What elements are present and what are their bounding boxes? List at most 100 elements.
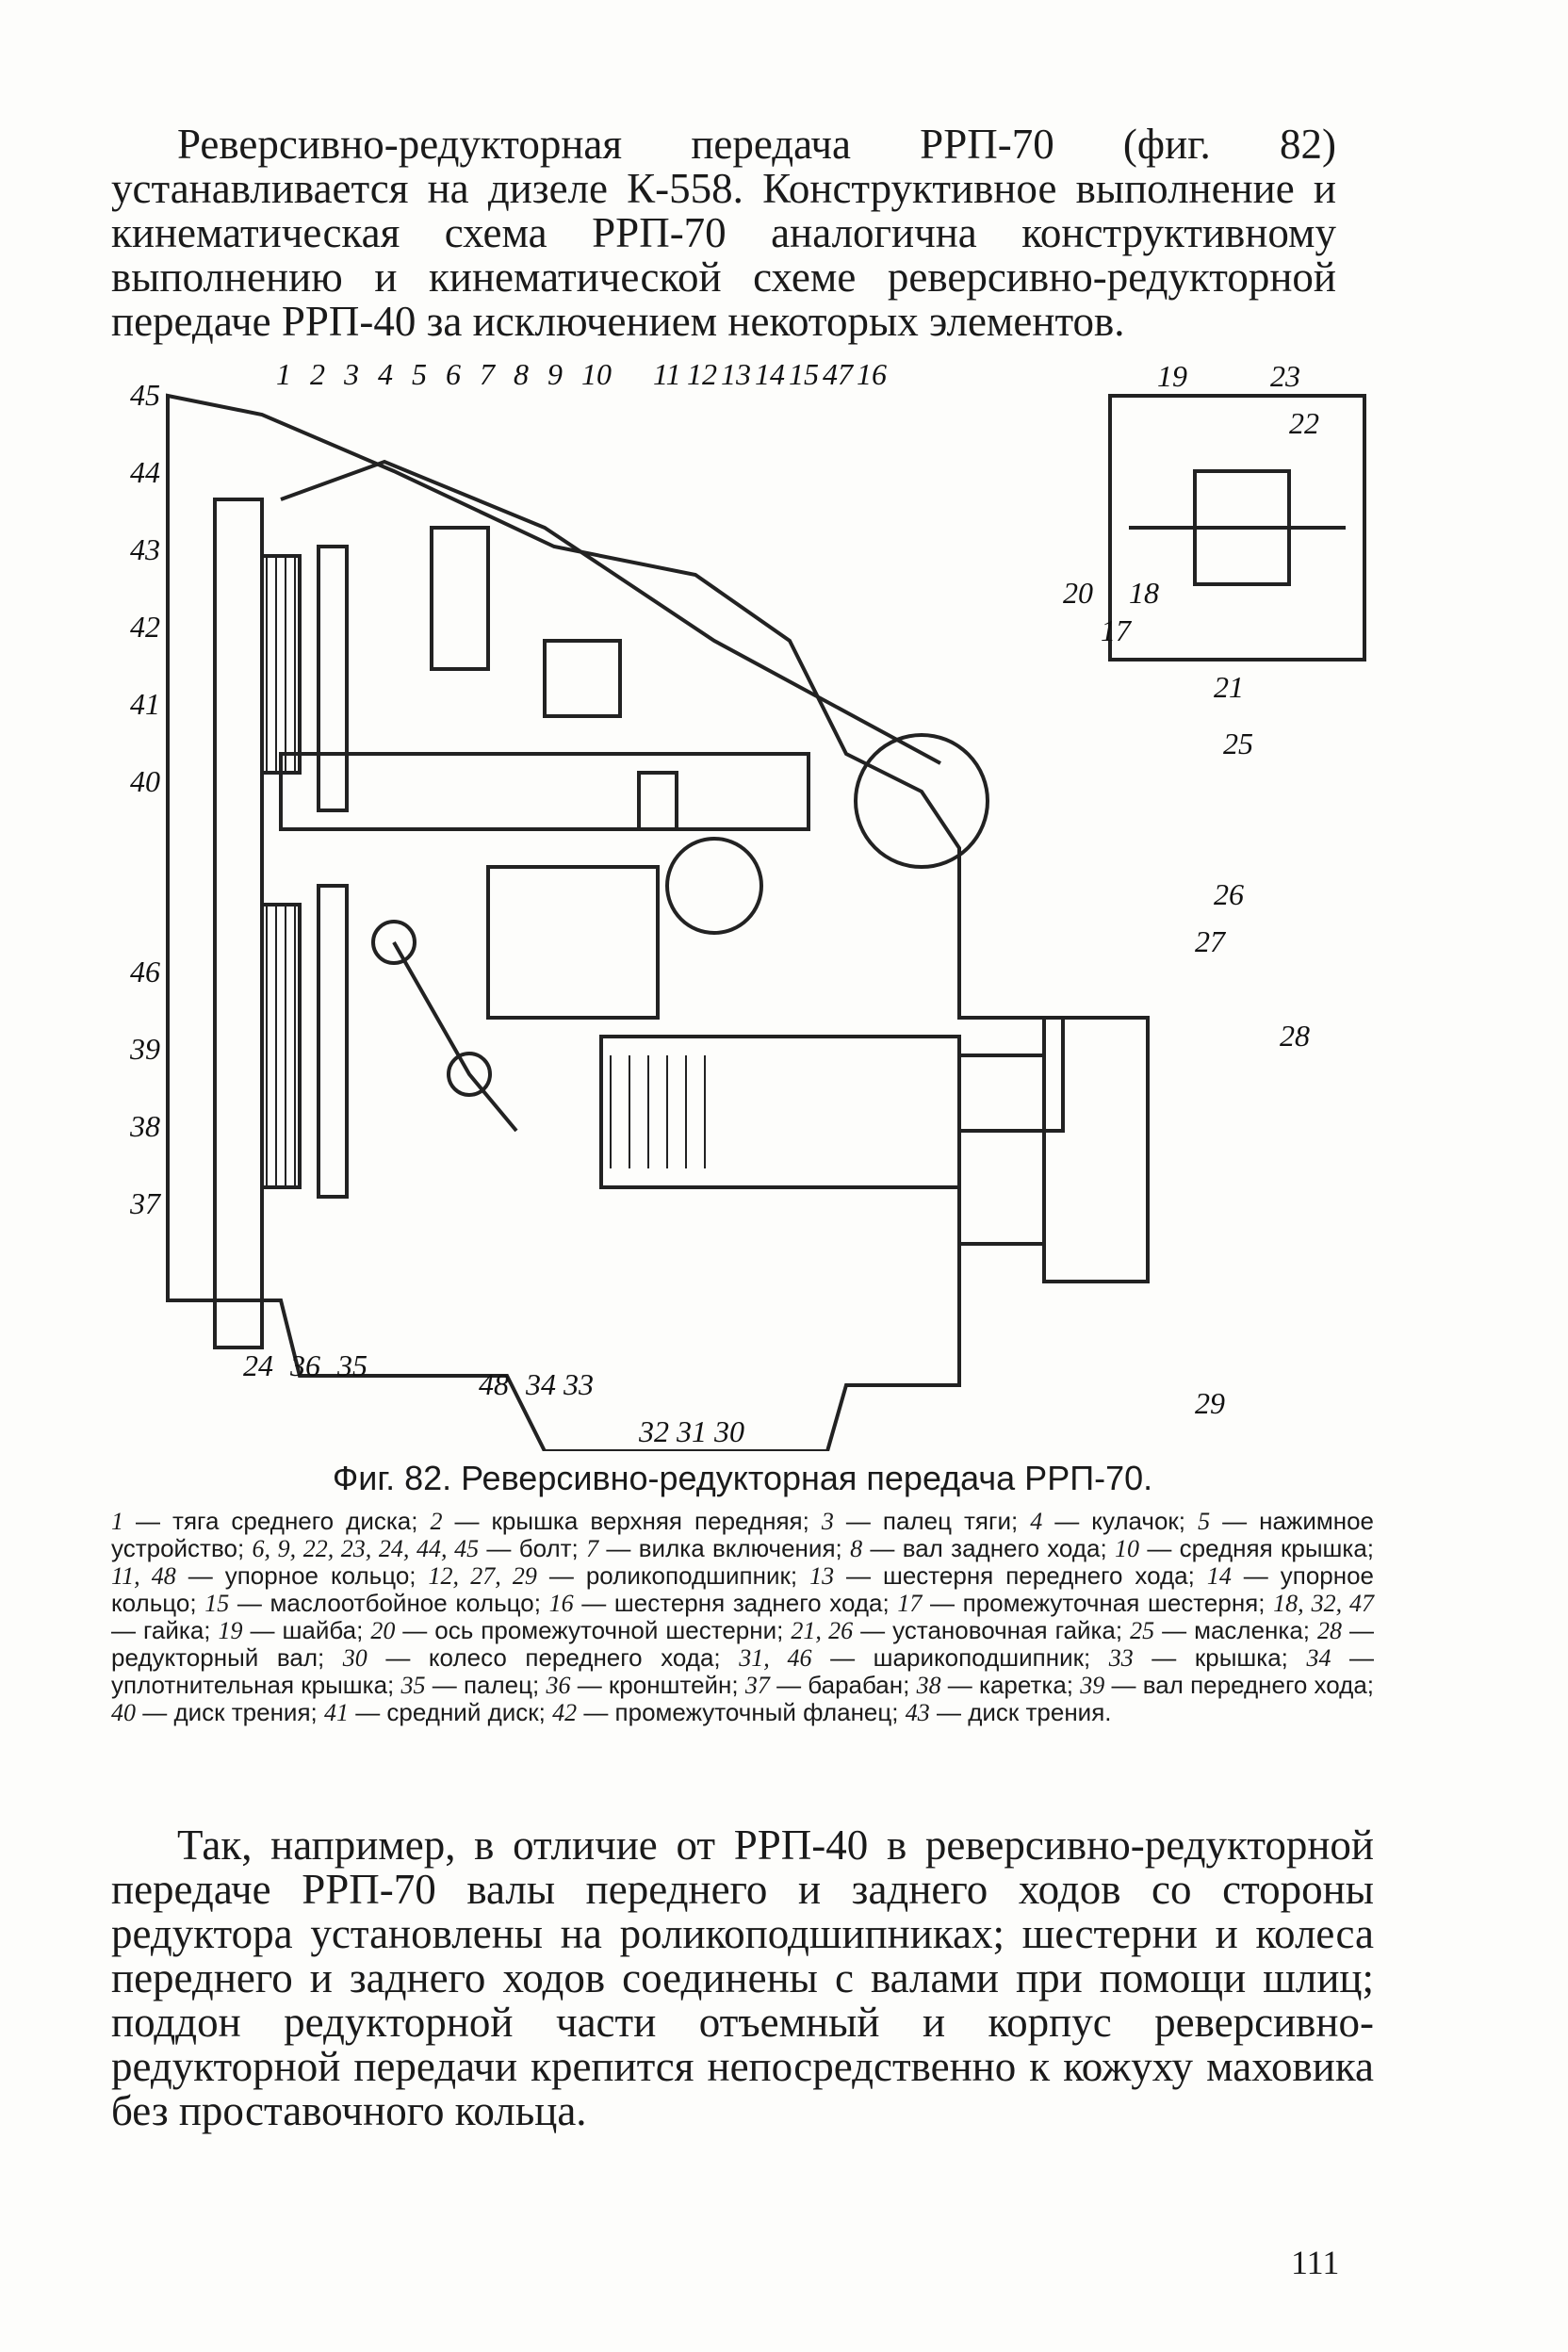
callout-number: 1 <box>276 358 291 391</box>
callout-number: 31 <box>676 1414 707 1448</box>
legend-text: — ось промежуточной шестерни; <box>395 1616 792 1644</box>
legend-number: 28 <box>1317 1617 1343 1644</box>
callout-number: 9 <box>547 358 563 391</box>
figure-caption: Фиг. 82. Реверсивно-редукторная передача… <box>332 1459 1153 1497</box>
callout-number: 8 <box>514 358 529 391</box>
legend-number: 16 <box>548 1590 574 1617</box>
callout-number: 13 <box>721 358 751 391</box>
legend-number: 13 <box>809 1562 835 1590</box>
callout-number: 12 <box>687 358 717 391</box>
legend-number: 14 <box>1206 1562 1232 1590</box>
legend-number: 41 <box>323 1699 349 1726</box>
callout-number: 43 <box>130 532 160 566</box>
legend-number: 10 <box>1115 1535 1139 1562</box>
callout-number: 41 <box>130 687 160 721</box>
legend-text: — каретка; <box>940 1671 1081 1699</box>
callout-number: 15 <box>789 358 819 391</box>
legend-number: 6, 9, 22, 23, 24, 44, 45 <box>252 1535 480 1562</box>
callout-number: 5 <box>412 358 427 391</box>
legend-number: 11, 48 <box>111 1562 176 1590</box>
legend-text: — барабан; <box>769 1671 917 1699</box>
legend-number: 3 <box>821 1508 834 1535</box>
callout-number: 33 <box>563 1367 594 1401</box>
legend-text: — роликоподшипник; <box>536 1561 810 1590</box>
callout-number: 3 <box>343 358 359 391</box>
legend-text: — кулачок; <box>1042 1507 1199 1535</box>
callout-number: 6 <box>446 358 461 391</box>
legend-text: — гайка; <box>111 1616 219 1644</box>
legend-number: 18, 32, 47 <box>1273 1590 1374 1617</box>
legend-number: 8 <box>850 1535 863 1562</box>
callout-number: 32 <box>638 1414 669 1448</box>
legend-text: — кронштейн; <box>570 1671 745 1699</box>
legend-text: — упорное кольцо; <box>111 1561 1375 1617</box>
legend-text: — упорное кольцо; <box>175 1561 429 1590</box>
legend-text: — средний диск; <box>348 1698 553 1726</box>
callout-number: 24 <box>243 1348 273 1382</box>
callout-number: 29 <box>1195 1386 1225 1420</box>
callout-number: 22 <box>1289 406 1319 440</box>
callout-number: 14 <box>755 358 785 391</box>
callout-number: 34 <box>525 1367 556 1401</box>
callout-number: 38 <box>129 1109 160 1143</box>
callout-number: 4 <box>378 358 393 391</box>
legend-text: — диск трения. <box>929 1698 1112 1726</box>
callout-number: 40 <box>130 764 160 798</box>
legend-number: 42 <box>552 1699 578 1726</box>
callout-number: 27 <box>1195 924 1227 958</box>
legend-number: 36 <box>546 1672 571 1699</box>
legend-text: — средняя крышка; <box>1139 1534 1374 1562</box>
callout-number: 39 <box>129 1032 160 1066</box>
legend-text: — палец; <box>425 1671 547 1699</box>
outro-paragraph: Так, например, в отличие от РРП-40 в рев… <box>111 1821 1374 2134</box>
callout-number: 2 <box>310 358 325 391</box>
legend-number: 35 <box>400 1672 426 1699</box>
legend-number: 37 <box>744 1672 770 1699</box>
callout-number: 42 <box>130 610 160 644</box>
legend-text: — масленка; <box>1154 1616 1318 1644</box>
page-number: 111 <box>1291 2244 1340 2281</box>
legend-text: — промежуточная шестерня; <box>922 1589 1274 1617</box>
callout-number: 17 <box>1101 613 1133 647</box>
legend-number: 38 <box>916 1672 941 1699</box>
callout-number: 37 <box>129 1186 162 1220</box>
legend-number: 7 <box>586 1535 599 1562</box>
legend-text: — болт; <box>479 1534 587 1562</box>
callout-number: 46 <box>130 955 160 988</box>
legend-text: — крышка верхняя передняя; <box>442 1507 822 1535</box>
callout-number: 30 <box>713 1414 744 1448</box>
legend-number: 33 <box>1108 1644 1134 1672</box>
callout-number: 10 <box>581 358 612 391</box>
callout-number: 48 <box>479 1367 509 1401</box>
legend-number: 25 <box>1130 1617 1155 1644</box>
legend-text: — редукторный вал; <box>111 1616 1375 1672</box>
legend-text: — крышка; <box>1133 1643 1307 1672</box>
callout-number: 26 <box>1214 877 1244 911</box>
callout-number: 35 <box>336 1348 368 1382</box>
callout-number: 36 <box>289 1348 320 1382</box>
legend-number: 5 <box>1198 1508 1211 1535</box>
legend-text: — тяга среднего диска; <box>123 1507 431 1535</box>
callout-number: 19 <box>1157 359 1187 393</box>
legend-number: 30 <box>342 1644 368 1672</box>
legend-text: — уплотнительная крышка; <box>111 1643 1374 1699</box>
callout-number: 45 <box>130 378 160 412</box>
legend-text: — шестерня заднего хода; <box>573 1589 898 1617</box>
legend-number: 2 <box>430 1508 443 1535</box>
callout-number: 16 <box>857 358 887 391</box>
legend-number: 1 <box>111 1508 123 1535</box>
callout-number: 21 <box>1214 670 1244 704</box>
legend-text: — нажимное устройство; <box>111 1507 1374 1562</box>
legend-number: 12, 27, 29 <box>428 1562 537 1590</box>
callout-number: 20 <box>1063 576 1093 610</box>
callout-number: 23 <box>1270 359 1300 393</box>
legend-number: 15 <box>204 1590 230 1617</box>
legend-number: 21, 26 <box>791 1617 854 1644</box>
callout-number: 25 <box>1223 727 1253 760</box>
